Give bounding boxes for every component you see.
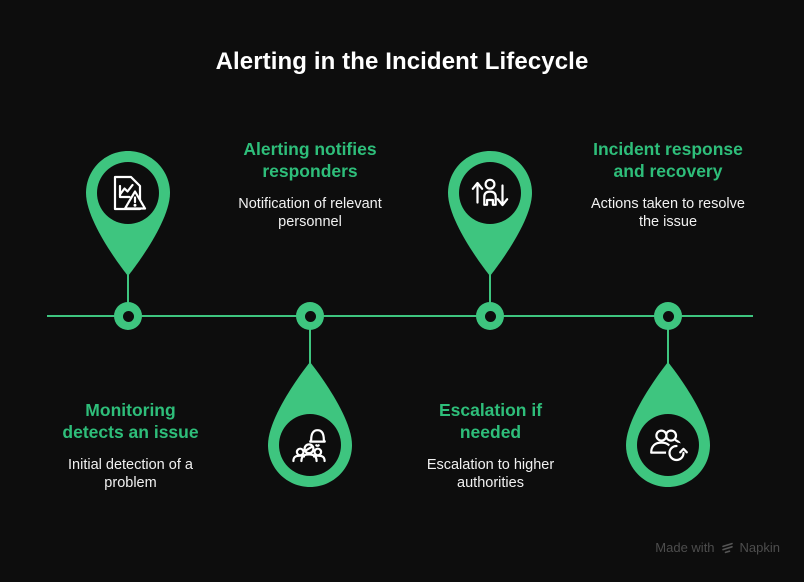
person-up-down-arrows-icon	[471, 178, 509, 207]
step-heading: Monitoring detects an issue	[62, 400, 199, 442]
step-description: Actions taken to resolve the issue	[591, 196, 745, 231]
step-alerting-text: Alerting notifies responders Notificatio…	[205, 139, 415, 231]
team-bell-icon	[292, 429, 326, 463]
step-recovery-text: Incident response and recovery Actions t…	[563, 139, 773, 231]
step-monitoring-text: Monitoring detects an issue Initial dete…	[28, 400, 233, 492]
step-escalation-text: Escalation if needed Escalation to highe…	[388, 400, 593, 492]
node-connector	[489, 274, 491, 316]
step-description: Notification of relevant personnel	[238, 196, 382, 231]
diagram-title: Alerting in the Incident Lifecycle	[215, 48, 589, 75]
pin-marker-alerting	[265, 360, 355, 490]
watermark-text: Made with	[655, 540, 715, 555]
timeline-node	[296, 302, 324, 330]
watermark-brand: Napkin	[739, 540, 780, 555]
step-heading: Incident response and recovery	[593, 139, 743, 181]
pin-marker-escalation	[445, 148, 535, 278]
timeline-node	[654, 302, 682, 330]
timeline-node	[476, 302, 504, 330]
pin-marker-recovery	[623, 360, 713, 490]
napkin-watermark: Made with Napkin	[655, 540, 780, 555]
node-connector	[667, 316, 669, 364]
pin-marker-monitoring	[83, 148, 173, 278]
document-chart-alert-icon	[113, 175, 147, 211]
people-refresh-icon	[650, 429, 688, 464]
timeline-node	[114, 302, 142, 330]
node-connector	[309, 316, 311, 364]
node-connector	[127, 274, 129, 316]
step-description: Escalation to higher authorities	[426, 457, 555, 492]
napkin-logo-icon	[721, 542, 733, 554]
step-heading: Escalation if needed	[438, 400, 543, 442]
step-description: Initial detection of a problem	[68, 457, 193, 492]
step-heading: Alerting notifies responders	[243, 139, 377, 181]
timeline-axis	[47, 315, 753, 317]
